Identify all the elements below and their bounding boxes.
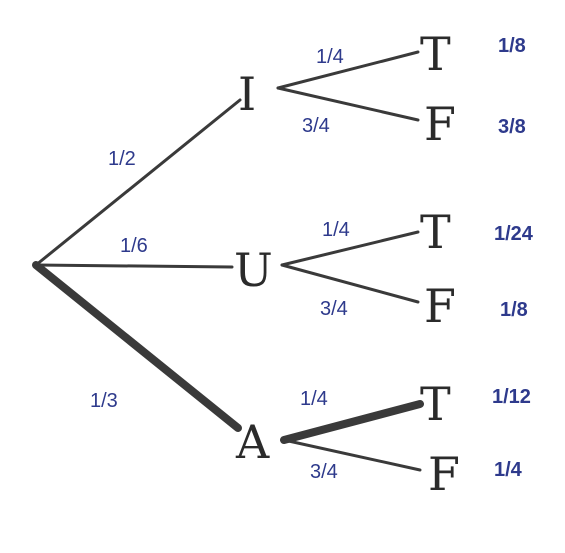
result-u-t: 1/24 bbox=[494, 223, 534, 245]
branch-root-to-u bbox=[34, 263, 234, 269]
node-a: A bbox=[235, 415, 270, 469]
node-i: I bbox=[238, 67, 256, 121]
prob-u-f: 3/4 bbox=[320, 298, 348, 320]
node-i-t: T bbox=[420, 27, 451, 81]
node-u: U bbox=[234, 243, 273, 297]
result-i-f: 3/8 bbox=[498, 116, 526, 138]
result-u-f: 1/8 bbox=[500, 299, 528, 321]
result-i-t: 1/8 bbox=[498, 35, 526, 57]
branch-a-to-t bbox=[280, 400, 424, 444]
prob-i-t: 1/4 bbox=[316, 46, 344, 68]
node-u-t: T bbox=[420, 205, 451, 259]
prob-i-f: 3/4 bbox=[302, 115, 330, 137]
prob-root-a: 1/3 bbox=[90, 390, 118, 412]
branch-u-to-f bbox=[280, 263, 420, 304]
prob-u-t: 1/4 bbox=[322, 219, 350, 241]
node-a-f: F bbox=[428, 447, 460, 501]
branch-root-to-i bbox=[34, 98, 242, 267]
branch-i-to-f bbox=[276, 86, 420, 122]
branch-root-to-a bbox=[32, 261, 242, 432]
prob-a-t: 1/4 bbox=[300, 388, 328, 410]
result-a-t: 1/12 bbox=[492, 386, 531, 408]
branch-i-to-t bbox=[276, 50, 420, 90]
prob-root-u: 1/6 bbox=[120, 235, 148, 257]
branch-u-to-t bbox=[280, 230, 420, 267]
branch-a-to-f bbox=[282, 438, 422, 472]
node-u-f: F bbox=[424, 279, 456, 333]
result-a-f: 1/4 bbox=[494, 459, 523, 481]
node-i-f: F bbox=[424, 97, 456, 151]
prob-a-f: 3/4 bbox=[310, 461, 338, 483]
prob-root-i: 1/2 bbox=[108, 148, 136, 170]
node-a-t: T bbox=[420, 377, 451, 431]
